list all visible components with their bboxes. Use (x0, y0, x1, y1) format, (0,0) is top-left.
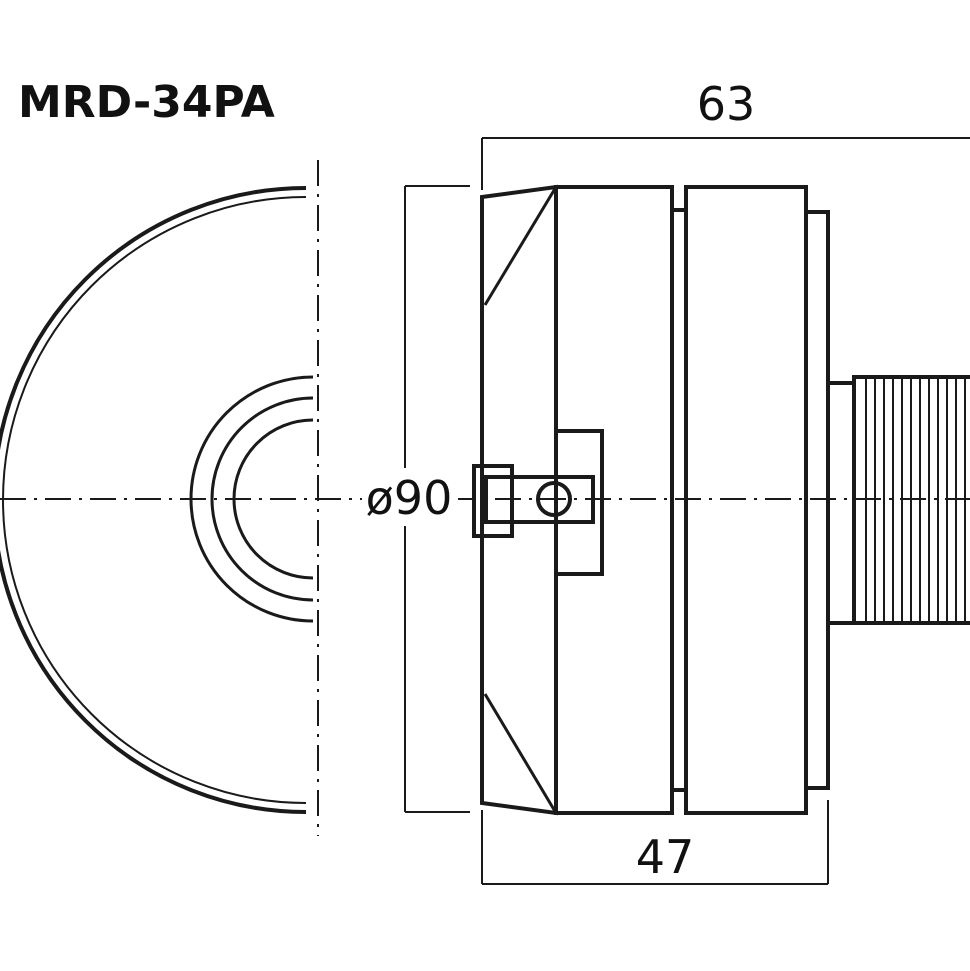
terminal-lug (484, 475, 595, 524)
front-outer-rim (0, 186, 307, 814)
model-label: MRD-34PA (18, 77, 275, 128)
terminal-screw-icon (536, 481, 572, 517)
terminal-plate (554, 429, 604, 576)
dimension-63: 63 (481, 77, 970, 190)
terminal-lug-end (472, 464, 514, 538)
flange-chamfer-top (483, 186, 558, 306)
dimension-47-label: 47 (636, 830, 695, 884)
threaded-neck (852, 375, 970, 625)
dimension-47: 47 (481, 800, 829, 885)
dimension-diameter-label: ø90 (366, 471, 453, 525)
side-view (472, 184, 970, 816)
dimension-63-label: 63 (697, 77, 756, 131)
connector-collar (826, 381, 856, 625)
throat-middle-ring (210, 396, 314, 602)
flange-chamfer-bottom (483, 693, 558, 814)
dimension-diameter: ø90 (362, 185, 470, 813)
